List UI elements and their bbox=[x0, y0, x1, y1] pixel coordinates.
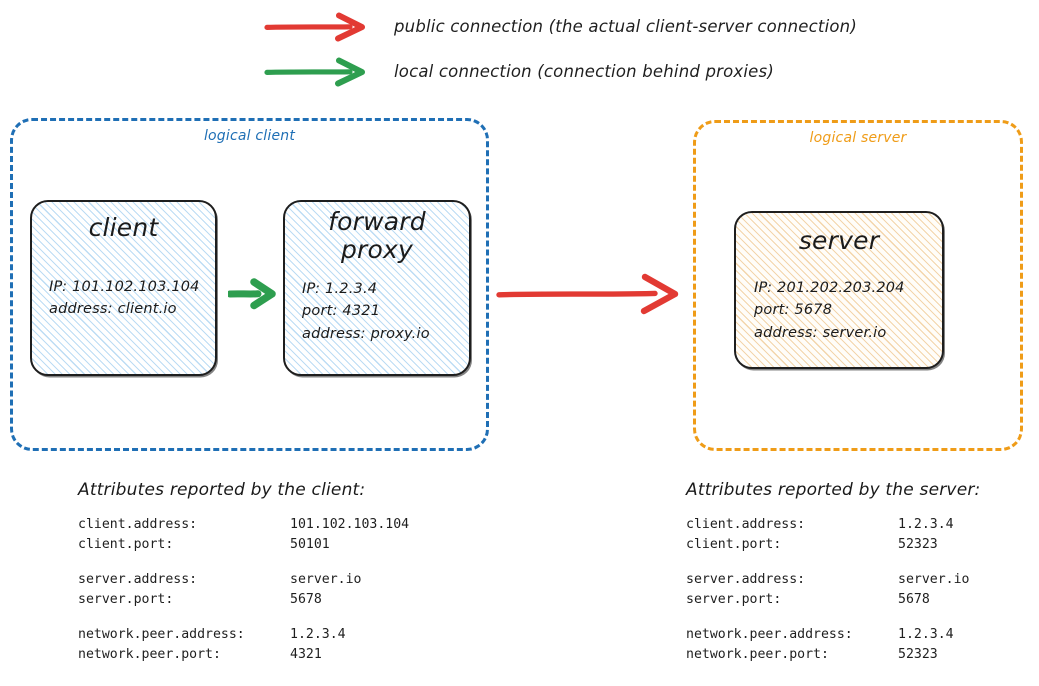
logical-client-label: logical client bbox=[203, 128, 296, 144]
legend-item-local: local connection (connection behind prox… bbox=[264, 57, 964, 87]
row-spacer bbox=[78, 609, 409, 625]
table-row: client.address: 1.2.3.4 bbox=[686, 515, 969, 535]
table-row: server.port: 5678 bbox=[78, 590, 409, 610]
attr-key: client.address: bbox=[686, 517, 806, 532]
table-row: server.address: server.io bbox=[686, 570, 969, 590]
table-row: client.address: 101.102.103.104 bbox=[78, 515, 409, 535]
attr-key: server.address: bbox=[686, 572, 806, 587]
row-spacer bbox=[78, 554, 409, 570]
logical-client-container: logical client bbox=[10, 118, 489, 451]
attr-key: client.port: bbox=[78, 536, 174, 552]
table-row: client.port: 52323 bbox=[686, 535, 969, 555]
attr-value: 50101 bbox=[290, 536, 330, 552]
attr-value: 1.2.3.4 bbox=[898, 517, 954, 532]
attr-key: server.address: bbox=[78, 572, 198, 587]
attr-key: client.address: bbox=[78, 517, 198, 532]
attributes-server-heading: Attributes reported by the server: bbox=[686, 480, 981, 500]
table-row: network.peer.address: 1.2.3.4 bbox=[78, 625, 409, 645]
legend: public connection (the actual client-ser… bbox=[0, 0, 1039, 100]
client-node-title: client bbox=[88, 213, 159, 242]
attr-value: 4321 bbox=[290, 646, 322, 662]
attr-key: client.port: bbox=[686, 536, 782, 552]
table-row: server.address: server.io bbox=[78, 570, 409, 590]
table-row: client.port: 50101 bbox=[78, 535, 409, 555]
attr-value: 1.2.3.4 bbox=[290, 627, 346, 642]
attributes-client-heading: Attributes reported by the client: bbox=[78, 480, 366, 500]
forward-proxy-node-title: forward proxy bbox=[328, 207, 426, 264]
attributes-client-table: client.address: 101.102.103.104 client.p… bbox=[78, 515, 409, 664]
logical-server-label: logical server bbox=[809, 130, 907, 146]
attr-value: 1.2.3.4 bbox=[898, 627, 954, 642]
forward-proxy-node-details: IP: 1.2.3.4 port: 4321 address: proxy.io bbox=[302, 281, 430, 342]
attributes-server-table: client.address: 1.2.3.4 client.port: 523… bbox=[686, 515, 969, 664]
attr-value: server.io bbox=[290, 572, 362, 587]
attr-value: 5678 bbox=[898, 591, 930, 607]
server-node-details: IP: 201.202.203.204 port: 5678 address: … bbox=[754, 280, 905, 341]
client-node[interactable]: client IP: 101.102.103.104 address: clie… bbox=[30, 200, 217, 376]
table-row: network.peer.address: 1.2.3.4 bbox=[686, 625, 969, 645]
green-arrow-icon bbox=[226, 274, 290, 314]
attr-key: server.port: bbox=[686, 591, 782, 607]
table-row: server.port: 5678 bbox=[686, 590, 969, 610]
red-arrow-icon bbox=[264, 12, 384, 42]
green-arrow-icon bbox=[264, 57, 384, 87]
row-spacer bbox=[686, 609, 969, 625]
attr-key: server.port: bbox=[78, 591, 174, 607]
attributes-reported-by-client: Attributes reported by the client: clien… bbox=[78, 482, 409, 664]
table-row: network.peer.port: 4321 bbox=[78, 645, 409, 665]
legend-label-public: public connection (the actual client-ser… bbox=[394, 16, 857, 36]
attr-key: network.peer.address: bbox=[78, 627, 245, 642]
forward-proxy-node[interactable]: forward proxy IP: 1.2.3.4 port: 4321 add… bbox=[283, 200, 471, 376]
attr-key: network.peer.address: bbox=[686, 627, 853, 642]
attr-key: network.peer.port: bbox=[78, 646, 221, 662]
attr-key: network.peer.port: bbox=[686, 646, 829, 662]
row-spacer bbox=[686, 554, 969, 570]
table-row: network.peer.port: 52323 bbox=[686, 645, 969, 665]
legend-item-public: public connection (the actual client-ser… bbox=[264, 12, 964, 42]
attr-value: server.io bbox=[898, 572, 970, 587]
logical-server-container: logical server bbox=[693, 120, 1023, 451]
attr-value: 52323 bbox=[898, 646, 938, 662]
red-arrow-icon bbox=[495, 268, 690, 320]
legend-label-local: local connection (connection behind prox… bbox=[394, 61, 774, 81]
client-node-details: IP: 101.102.103.104 address: client.io bbox=[49, 279, 200, 318]
server-node-title: server bbox=[798, 226, 880, 255]
attr-value: 52323 bbox=[898, 536, 938, 552]
attr-value: 5678 bbox=[290, 591, 322, 607]
server-node[interactable]: server IP: 201.202.203.204 port: 5678 ad… bbox=[734, 211, 944, 369]
attributes-reported-by-server: Attributes reported by the server: clien… bbox=[686, 482, 980, 664]
attr-value: 101.102.103.104 bbox=[290, 517, 410, 532]
